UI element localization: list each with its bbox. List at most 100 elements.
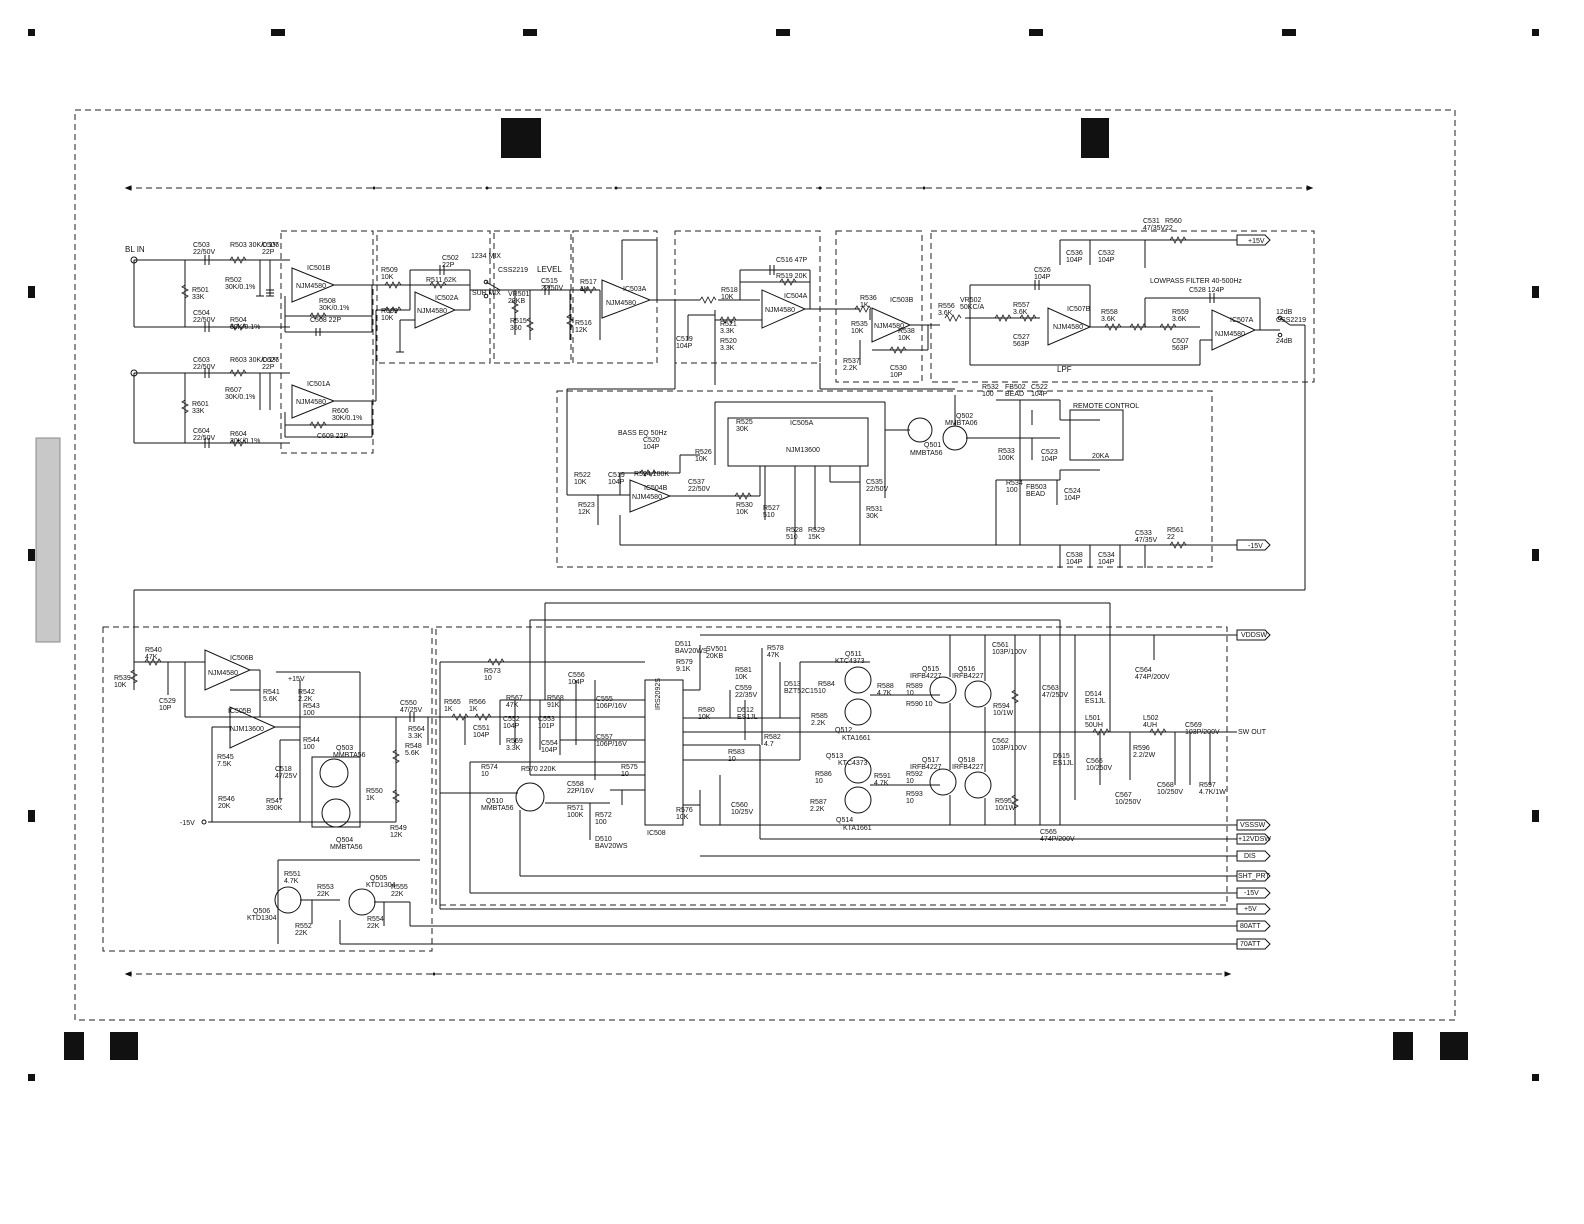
dimension-lines (124, 185, 1314, 977)
svg-text:NJM13600: NJM13600 (230, 726, 264, 733)
mix-label: 1234 MIX (471, 253, 501, 260)
svg-text:Q512: Q512 (835, 727, 852, 734)
svg-text:IRFB4227: IRFB4227 (952, 764, 984, 771)
svg-text:IRFB4227: IRFB4227 (910, 673, 942, 680)
css-label-b: CSS2219 (498, 267, 528, 274)
minus15v-local: -15V (180, 820, 195, 827)
svg-text:IC501B: IC501B (307, 265, 331, 272)
svg-text:Q514: Q514 (836, 817, 853, 824)
svg-text:IC503B: IC503B (890, 297, 914, 304)
svg-text:IRS2092S: IRS2092S (655, 678, 662, 710)
svg-text:IC507A: IC507A (1230, 317, 1254, 324)
svg-text:KTD1304: KTD1304 (247, 915, 277, 922)
input-label: BL IN (125, 245, 145, 254)
component-r519: R519 20K (776, 273, 807, 280)
conn-sw-out: SW OUT (1238, 729, 1267, 736)
svg-text:IRFB4227: IRFB4227 (952, 673, 984, 680)
svg-text:IRFB4227: IRFB4227 (910, 764, 942, 771)
svg-text:Q502: Q502 (956, 413, 973, 420)
svg-text:Q517: Q517 (922, 757, 939, 764)
conn-plus15v: +15V (1248, 238, 1265, 245)
svg-text:IC503A: IC503A (623, 286, 647, 293)
svg-text:MMBTA56: MMBTA56 (481, 805, 514, 812)
block-boxes (102, 230, 1315, 952)
svg-text:KTC4373: KTC4373 (838, 760, 868, 767)
lpf-label: LPF (1057, 365, 1072, 374)
svg-text:Q516: Q516 (958, 666, 975, 673)
component-c528: C528 124P (1189, 287, 1224, 294)
svg-text:NJM4580: NJM4580 (296, 399, 326, 406)
svg-text:IC507B: IC507B (1067, 306, 1091, 313)
svg-text:MMBTA06: MMBTA06 (945, 420, 978, 427)
svg-text:NJM13600: NJM13600 (786, 447, 820, 454)
conn-sht-prt: SHT_PRT (1238, 873, 1270, 880)
svg-text:Q503: Q503 (336, 745, 353, 752)
svg-text:Q505: Q505 (370, 875, 387, 882)
